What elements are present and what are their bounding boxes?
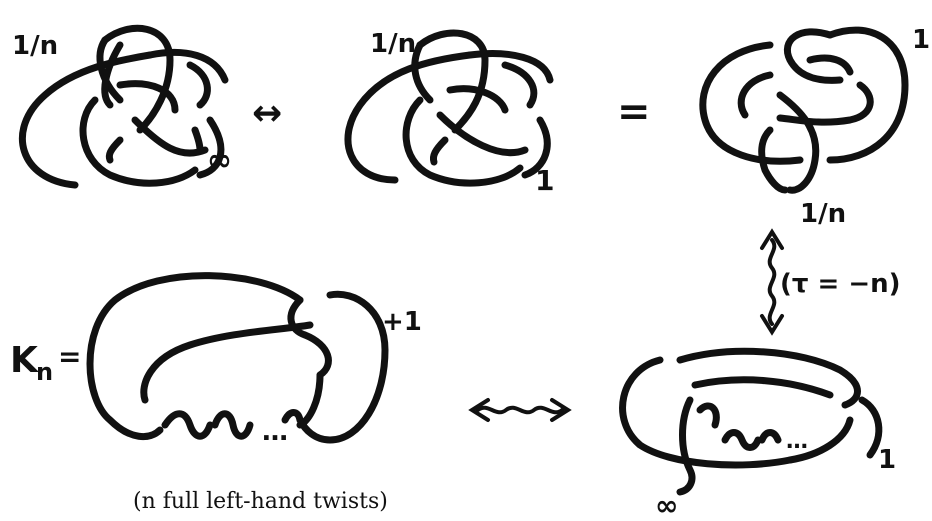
- top-equals-sign: =: [617, 89, 651, 135]
- kn-dots: …: [262, 417, 288, 447]
- bottom-right-one-label: 1: [878, 445, 896, 475]
- top-right-one-label: 1: [912, 25, 930, 55]
- kn-equals: =: [58, 340, 81, 373]
- bottom-right-knot: [619, 347, 883, 496]
- bottom-right-infinity-label: ∞: [655, 489, 678, 521]
- top-middle-knot: [344, 29, 554, 187]
- vertical-wavy-arrow: [760, 228, 784, 336]
- kn-subscript: n: [36, 358, 53, 386]
- top-equivalence-arrow: ↔: [252, 93, 282, 134]
- tau-label: (τ = −n): [780, 269, 901, 299]
- horizontal-wavy-arrow: [468, 398, 572, 422]
- top-left-knot: [18, 24, 229, 189]
- bottom-right-dots: …: [786, 429, 808, 454]
- top-right-coeff-label: 1/n: [800, 199, 846, 229]
- top-left-coeff-label: 1/n: [12, 31, 58, 61]
- top-left-infinity-label: ∞: [207, 143, 232, 178]
- bottom-left-knot: [86, 272, 389, 444]
- twists-caption: (n full left-hand twists): [133, 489, 388, 514]
- top-middle-coeff-label: 1/n: [370, 29, 416, 59]
- plus-one-label: +1: [382, 307, 422, 337]
- top-right-knot: [699, 26, 909, 194]
- top-middle-one-label: 1: [535, 164, 554, 197]
- kn-label: K: [10, 340, 39, 381]
